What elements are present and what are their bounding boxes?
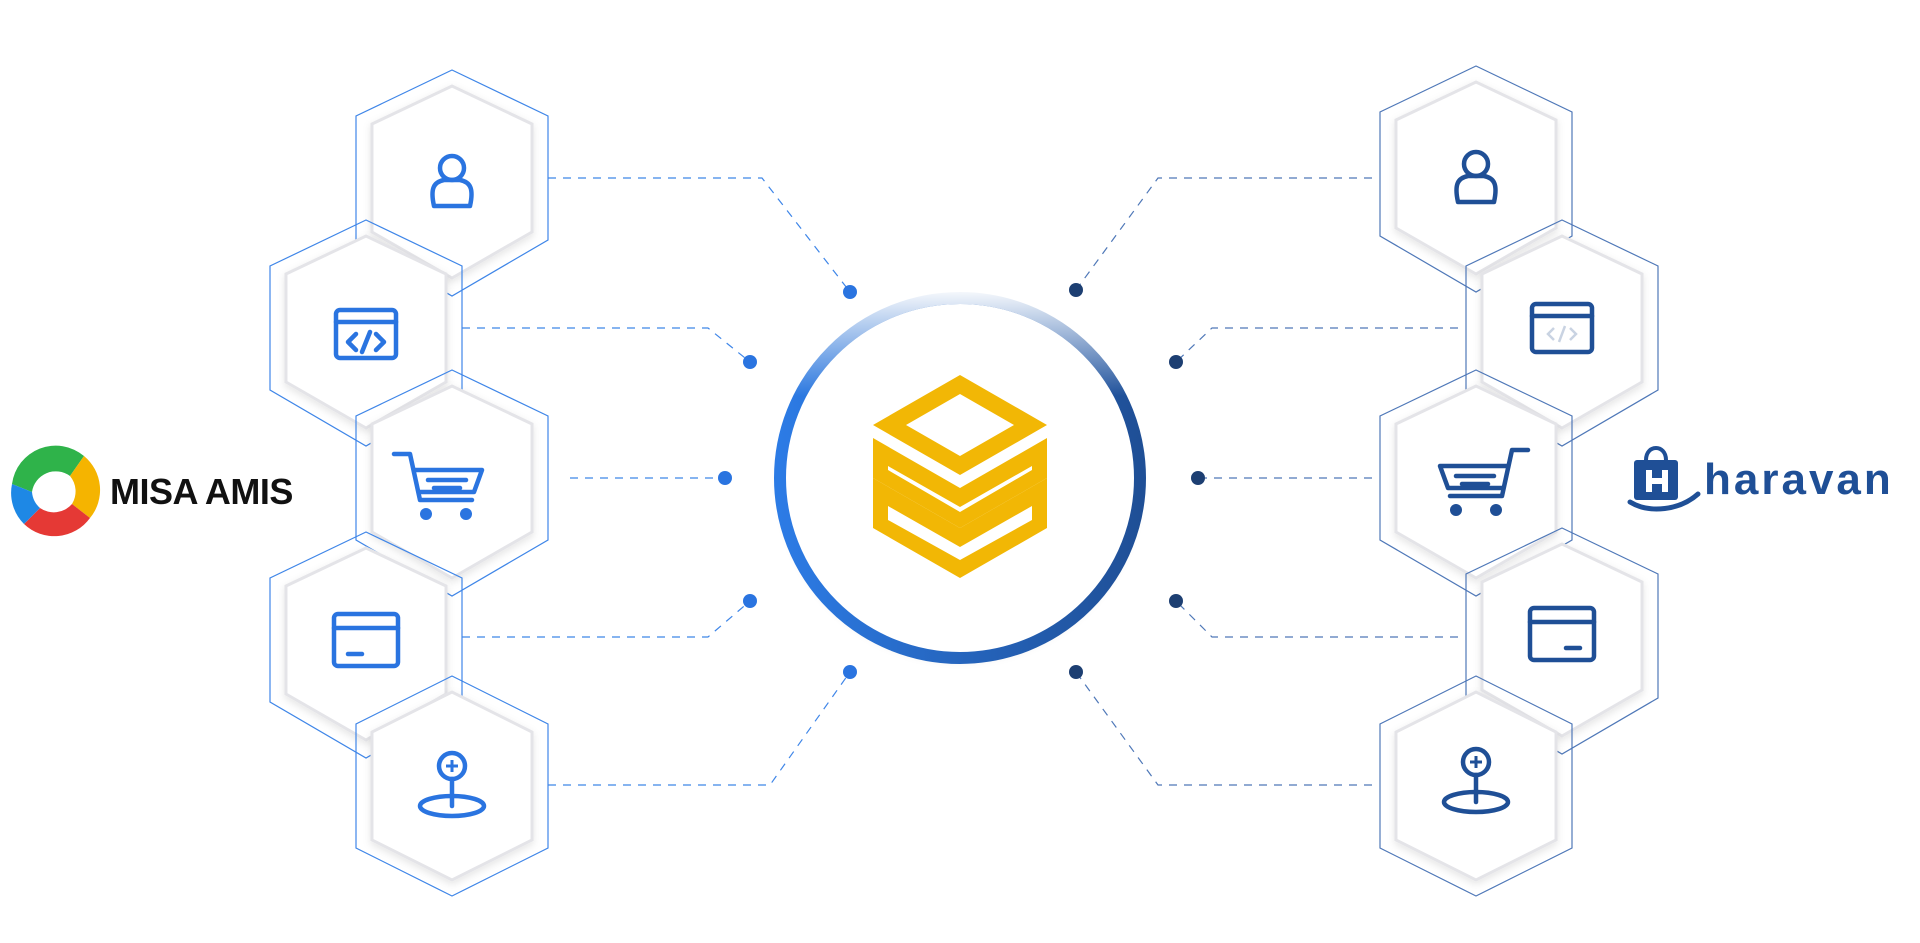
- connector-dot: [743, 355, 757, 369]
- shopping-bag-icon: [1627, 446, 1701, 512]
- connector-right-card: [1175, 600, 1458, 638]
- location-pin-icon: [1441, 746, 1511, 815]
- shopping-cart-icon: [391, 451, 485, 520]
- connector-dot: [843, 665, 857, 679]
- code-window-icon: [333, 307, 399, 361]
- shopping-cart-icon: [1437, 447, 1531, 516]
- left-hex-pin: [355, 675, 549, 897]
- connector-dot: [1191, 471, 1205, 485]
- right-hex-user: [1379, 65, 1573, 293]
- left-hex-column: [269, 69, 549, 897]
- connector-right-code: [1175, 327, 1458, 363]
- misa-swirl-icon: [11, 445, 101, 537]
- connector-dot: [843, 285, 857, 299]
- connector-left-user: [548, 177, 851, 293]
- haravan-logo: haravan: [1627, 446, 1894, 512]
- connector-dot: [1069, 665, 1083, 679]
- connector-dot: [743, 594, 757, 608]
- misa-amis-wordmark: MISA AMIS: [110, 471, 293, 512]
- connector-right-pin: [1075, 671, 1372, 786]
- right-hex-column: [1379, 65, 1659, 897]
- card-window-icon: [331, 611, 401, 669]
- card-window-icon: [1527, 605, 1597, 663]
- user-icon: [430, 153, 474, 209]
- right-hex-pin: [1379, 675, 1573, 897]
- connector-dot: [1169, 355, 1183, 369]
- connector-right-user: [1075, 177, 1372, 291]
- right-hex-cart: [1379, 369, 1573, 597]
- connector-dot: [1169, 594, 1183, 608]
- connector-left-card: [462, 600, 751, 638]
- right-connectors: [1069, 177, 1458, 786]
- haravan-wordmark: haravan: [1704, 455, 1894, 504]
- user-icon: [1454, 149, 1498, 205]
- location-pin-icon: [417, 750, 487, 819]
- code-window-icon: [1529, 301, 1595, 355]
- connector-dot: [718, 471, 732, 485]
- left-hex-cart: [355, 369, 549, 597]
- center-hub: [762, 280, 1158, 676]
- connector-left-pin: [548, 671, 851, 786]
- connector-dot: [1069, 283, 1083, 297]
- right-hex-card: [1465, 527, 1659, 755]
- stacked-cubes-logo-icon: [873, 375, 1047, 578]
- left-connectors: [462, 177, 857, 786]
- left-hex-code: [269, 219, 463, 447]
- misa-amis-logo: MISA AMIS: [11, 445, 293, 537]
- connector-left-code: [462, 327, 751, 363]
